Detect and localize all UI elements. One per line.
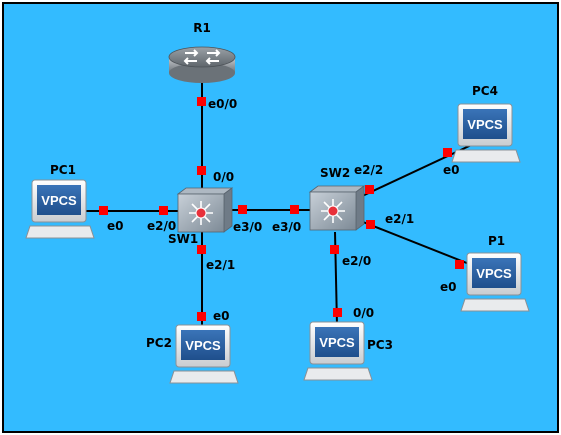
port-label-pc2-e0: e0 xyxy=(213,309,230,323)
port-label-pc3-00: 0/0 xyxy=(353,306,374,320)
pc-icon xyxy=(460,252,530,312)
port-marker-pc1-e0[interactable] xyxy=(99,206,108,215)
multilayer-switch-icon xyxy=(308,185,366,231)
port-label-sw2-e22: e2/2 xyxy=(354,163,383,177)
port-marker-sw2-e20[interactable] xyxy=(330,245,339,254)
port-marker-sw1-e20[interactable] xyxy=(159,206,168,215)
port-marker-pc4-e0[interactable] xyxy=(443,148,452,157)
device-label-r1: R1 xyxy=(193,21,211,35)
device-label-p1: P1 xyxy=(488,234,505,248)
pc-pc2[interactable]: VPCS PC2 xyxy=(146,324,239,384)
port-marker-pc3-00[interactable] xyxy=(333,308,342,317)
port-label-pc4-e0: e0 xyxy=(443,163,460,177)
pc-icon xyxy=(451,103,521,163)
port-label-sw1-e20: e2/0 xyxy=(147,219,176,233)
port-labels: e0/0 0/0 e0 e2/0 e3/0 e3/0 e2/1 e0 e2/2 … xyxy=(107,97,460,323)
port-label-pc1-e0: e0 xyxy=(107,219,124,233)
port-marker-sw2-e22[interactable] xyxy=(365,185,374,194)
vpcs-screen-text: VPCS xyxy=(467,117,503,132)
pc-pc1[interactable]: VPCS PC1 xyxy=(25,163,95,239)
port-markers xyxy=(99,97,464,321)
device-label-pc1: PC1 xyxy=(50,163,76,177)
port-marker-sw2-e30[interactable] xyxy=(290,205,299,214)
port-marker-sw1-00[interactable] xyxy=(197,166,206,175)
port-marker-pc2-e0[interactable] xyxy=(197,312,206,321)
vpcs-screen-text: VPCS xyxy=(185,338,221,353)
port-label-sw2-e30: e3/0 xyxy=(272,220,301,234)
device-label-pc4: PC4 xyxy=(472,84,498,98)
device-label-pc2: PC2 xyxy=(146,336,172,350)
router-r1[interactable]: R1 xyxy=(168,21,236,83)
port-label-sw1-00: 0/0 xyxy=(213,170,234,184)
pc-icon xyxy=(169,324,239,384)
pc-p1[interactable]: VPCS P1 xyxy=(460,234,530,312)
pc-icon xyxy=(303,321,373,381)
vpcs-screen-text: VPCS xyxy=(41,193,77,208)
port-marker-r1-e00[interactable] xyxy=(197,97,206,106)
port-marker-p1-e0[interactable] xyxy=(455,260,464,269)
port-label-sw2-e21: e2/1 xyxy=(385,212,414,226)
router-icon xyxy=(168,46,236,83)
port-marker-sw1-e21[interactable] xyxy=(197,245,206,254)
pc-pc4[interactable]: VPCS PC4 xyxy=(451,84,521,163)
pc-pc3[interactable]: VPCS PC3 xyxy=(303,321,393,381)
device-label-sw1: SW1 xyxy=(168,232,198,246)
port-marker-sw2-e21[interactable] xyxy=(366,220,375,229)
device-label-pc3: PC3 xyxy=(367,338,393,352)
port-label-p1-e0: e0 xyxy=(440,280,457,294)
port-label-r1-e00: e0/0 xyxy=(208,97,237,111)
switch-sw1[interactable]: SW1 xyxy=(168,187,234,246)
multilayer-switch-icon xyxy=(176,187,234,233)
port-label-sw1-e30: e3/0 xyxy=(233,220,262,234)
switch-sw2[interactable]: SW2 xyxy=(308,166,366,231)
port-marker-sw1-e30[interactable] xyxy=(238,205,247,214)
device-label-sw2: SW2 xyxy=(320,166,350,180)
port-label-sw2-e20: e2/0 xyxy=(342,254,371,268)
vpcs-screen-text: VPCS xyxy=(319,335,355,350)
port-label-sw1-e21: e2/1 xyxy=(206,258,235,272)
pc-icon xyxy=(25,179,95,239)
vpcs-screen-text: VPCS xyxy=(476,266,512,281)
